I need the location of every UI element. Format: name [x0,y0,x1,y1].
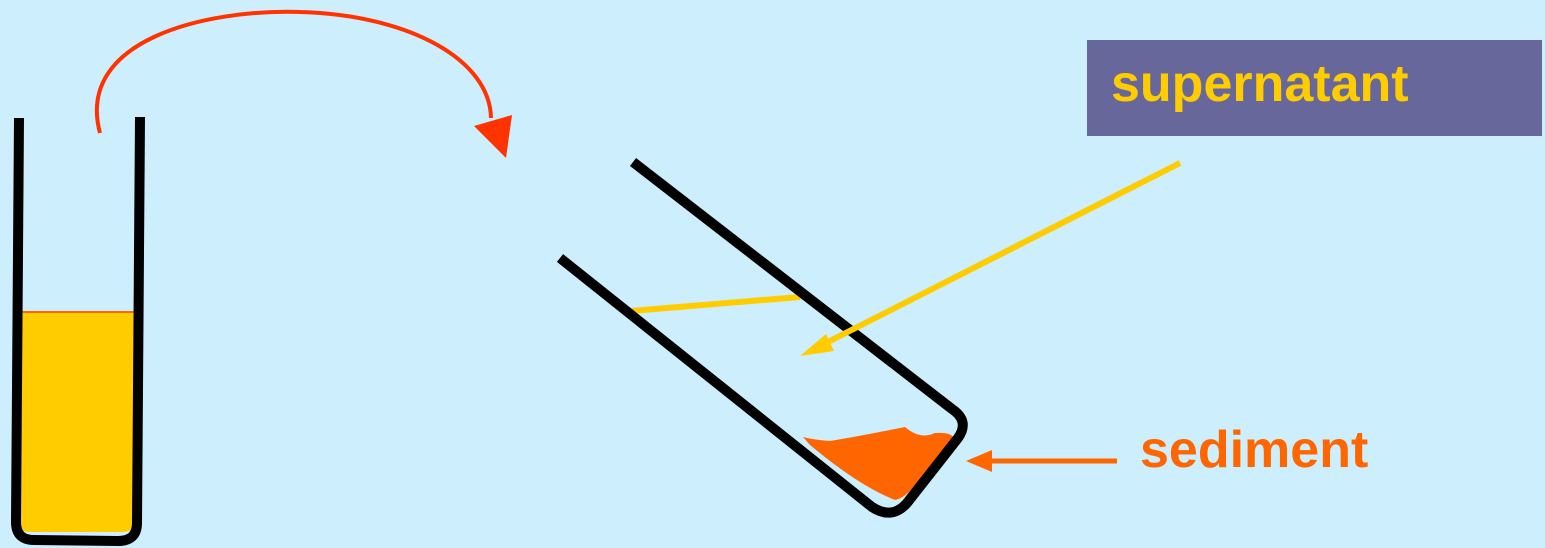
supernatant-surface-line [629,294,801,314]
sediment-deposit [803,427,953,500]
sediment-pointer [966,450,1117,472]
supernatant-pointer [800,160,1182,356]
supernatant-pointer-head [800,334,834,356]
tilted-test-tube [556,158,968,518]
upright-tube-liquid [16,312,136,532]
supernatant-pointer-line [820,160,1182,348]
transfer-arrow [95,9,512,158]
upright-tube-outline [11,116,145,546]
upright-test-tube [11,116,145,546]
tilted-tube-outline [556,158,968,518]
transfer-arrow-head [474,115,512,158]
supernatant-label-box: supernatant [1087,40,1542,136]
sediment-label: sediment [1140,421,1369,479]
sediment-pointer-head [966,450,992,472]
supernatant-label: supernatant [1111,55,1409,113]
transfer-arrow-curve [95,9,493,134]
